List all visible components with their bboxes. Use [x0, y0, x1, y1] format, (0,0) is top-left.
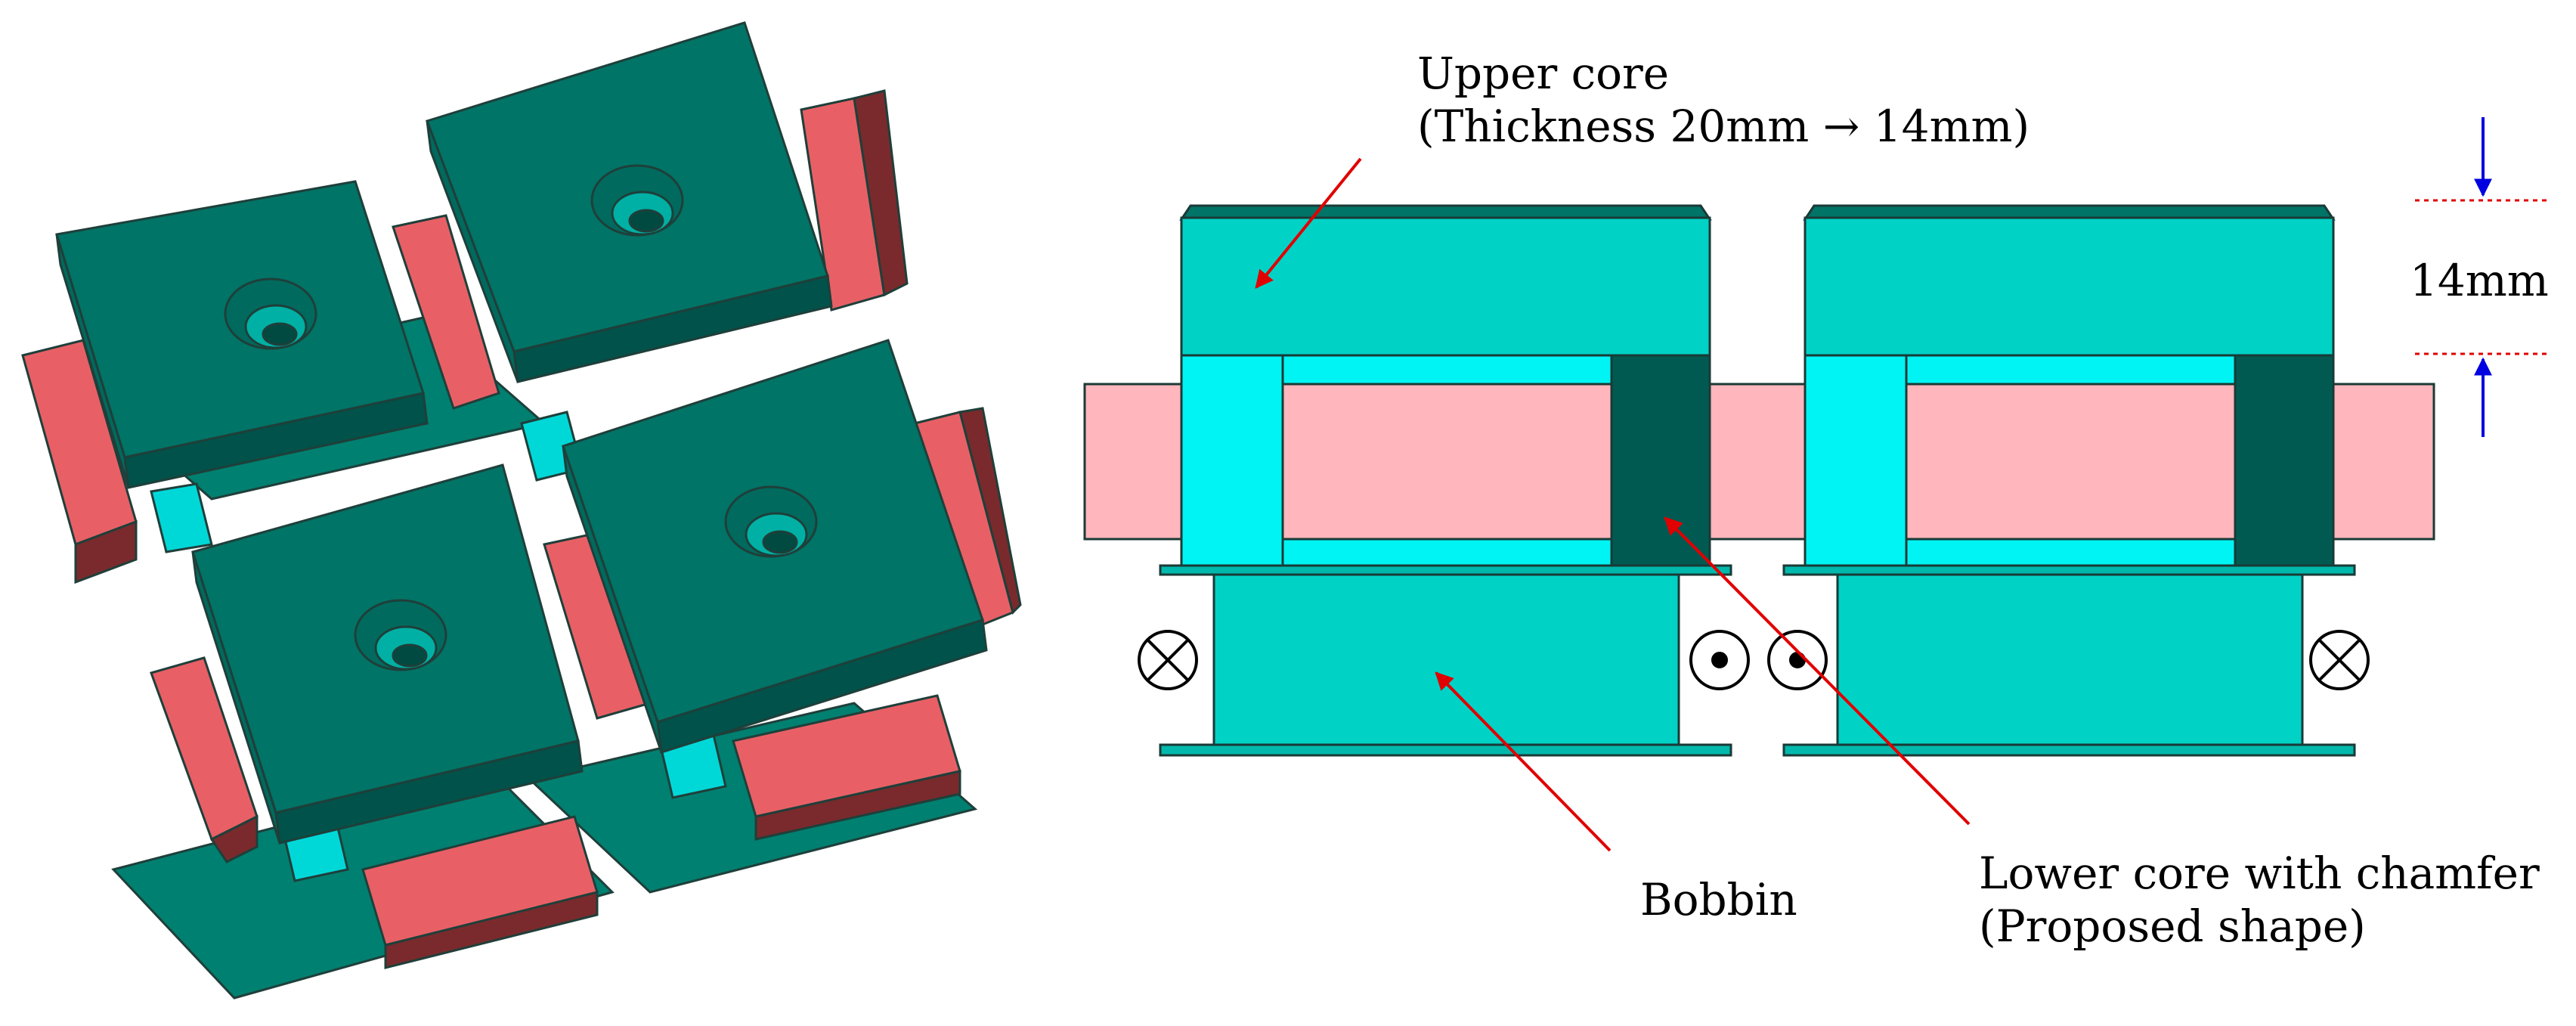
upper-core-label: Upper core (Thickness 20mm → 14mm) [1417, 47, 2030, 153]
bobbin-flange-left [1159, 564, 1732, 576]
coil-front [384, 891, 599, 969]
coil-side [74, 519, 138, 584]
lower-core-leg-right [1804, 354, 1908, 567]
upper-core-side [562, 445, 663, 753]
lower-core-arrow [1664, 516, 1971, 826]
upper-core-side [191, 551, 281, 844]
upper-core-label-line1: Upper core [1417, 48, 1670, 99]
coil-window-left [1281, 383, 1613, 541]
coil-side [958, 407, 1022, 615]
lower-core-label: Lower core with chamfer (Proposed shape) [1979, 847, 2540, 953]
lower-core-label-line2: (Proposed shape) [1979, 900, 2366, 952]
lower-core-chamfer-leg-right [2234, 354, 2335, 567]
isometric-3d-model [21, 21, 1022, 1000]
core-leg [150, 482, 213, 553]
lower-core-label-line1: Lower core with chamfer [1979, 848, 2540, 899]
current-cross-icon [1138, 630, 1198, 690]
upper-core-right [1804, 216, 2335, 357]
leader-arrows [1255, 157, 1971, 852]
core-holes [224, 164, 818, 671]
current-cross-icon [2309, 630, 2370, 690]
coil-side [392, 214, 500, 410]
bobbin-body-left [1212, 573, 1680, 746]
coil-side [853, 89, 909, 297]
transformer-unit-right [1782, 204, 2356, 757]
upper-core-side [55, 234, 130, 488]
bobbin-body-right [1836, 573, 2304, 746]
coil-front [754, 770, 961, 841]
dimension-label: 14mm [2410, 255, 2549, 306]
current-symbols [1138, 630, 2370, 690]
current-dot-icon [1767, 630, 1828, 690]
upper-core-left [1180, 216, 1711, 357]
coil-side [209, 814, 259, 863]
lower-core-leg-left [1180, 354, 1284, 567]
bobbin-flange-left-bottom [1159, 743, 1732, 757]
dimension-indicator [2415, 117, 2551, 437]
current-dot-icon [1689, 630, 1750, 690]
transformer-unit-left [1159, 204, 1732, 757]
bobbin-label: Bobbin [1640, 874, 1797, 925]
upper-core-arrow [1255, 157, 1362, 289]
lower-core-chamfer-leg-left [1610, 354, 1711, 567]
bobbin-flange-right [1782, 564, 2356, 576]
bobbin-flange-right-bottom [1782, 743, 2356, 757]
coil-window-right [1905, 383, 2237, 541]
cross-section-view [1083, 204, 2435, 757]
bobbin-arrow [1435, 671, 1612, 852]
upper-core-side [426, 120, 519, 383]
upper-core-label-line2: (Thickness 20mm → 14mm) [1417, 101, 2030, 152]
